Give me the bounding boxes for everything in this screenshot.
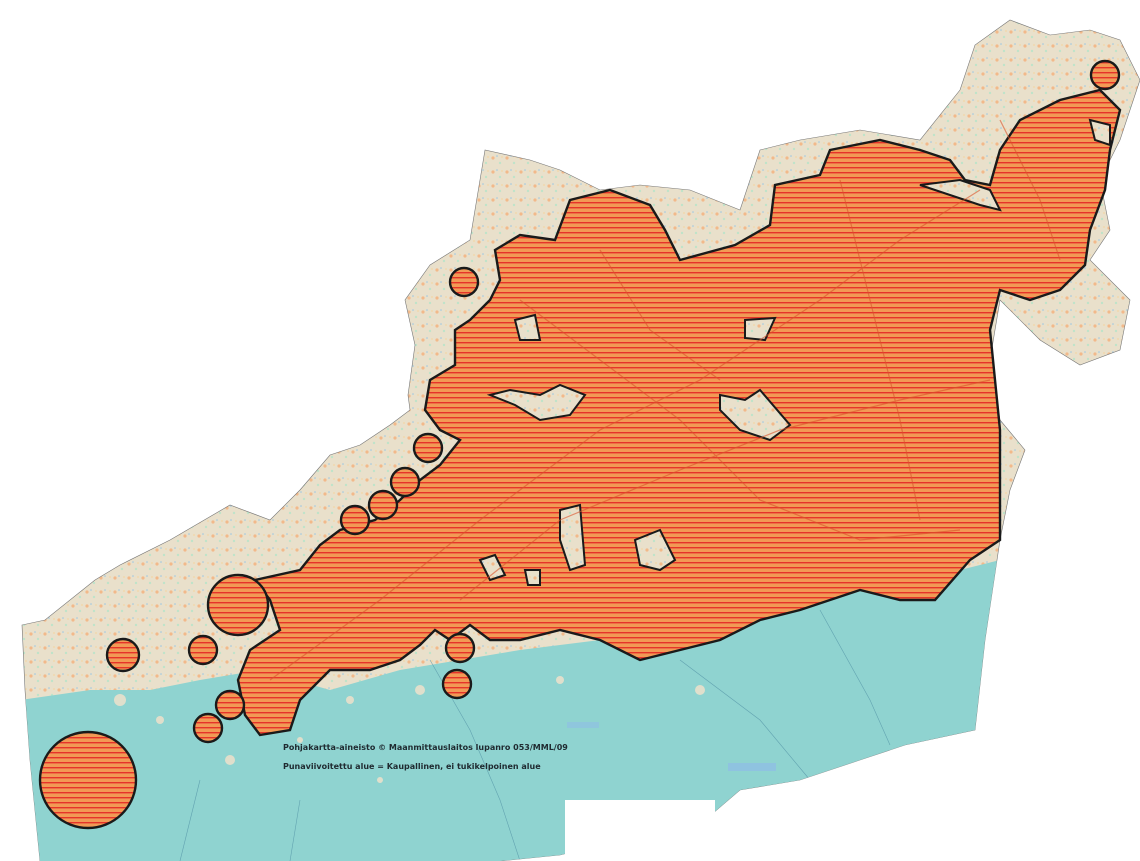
- commercial-area[interactable]: [38, 59, 1122, 830]
- map-inset-blank: [565, 800, 715, 861]
- road-network: [269, 119, 1061, 681]
- label-patch-1: [567, 722, 599, 728]
- basemap-credit: Pohjakartta-aineisto © Maanmittauslaitos…: [283, 743, 568, 752]
- legend-swatch-blue: [728, 763, 776, 771]
- legend-description: Punaviivoitettu alue = Kaupallinen, ei t…: [283, 762, 541, 771]
- non-commercial-pockets: [478, 118, 1111, 586]
